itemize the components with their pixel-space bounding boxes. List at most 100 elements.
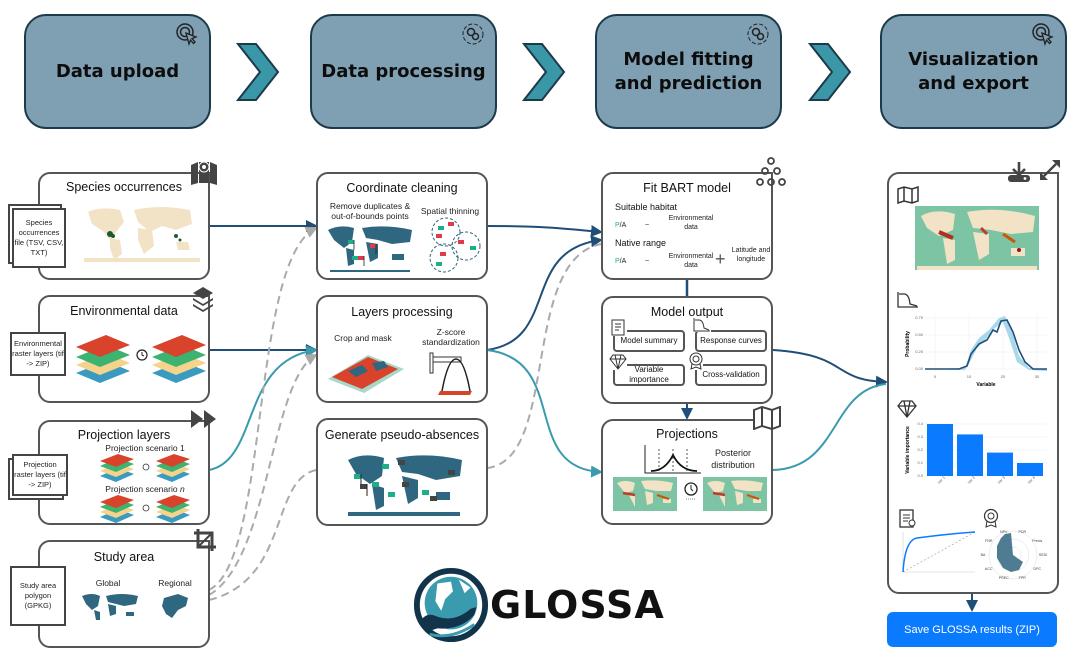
y-tick: 0.1 xyxy=(917,460,923,465)
remove-duplicates-label: Remove duplicates & out-of-bounds points xyxy=(329,201,411,221)
spatial-thinning-label: Spatial thinning xyxy=(420,206,480,216)
response-curve-icon xyxy=(897,292,918,308)
download-icon xyxy=(1008,162,1030,182)
card-coordinate-cleaning: Coordinate cleaning Remove duplicates & … xyxy=(316,172,488,280)
radar-label: PDR xyxy=(1018,530,1026,534)
diamond-icon xyxy=(897,400,917,418)
connector-study-area-layers xyxy=(208,354,318,596)
regional-label: Regional xyxy=(158,578,192,588)
species-occurrence-map xyxy=(80,202,204,264)
y-tick: 0.0 xyxy=(917,473,923,478)
stage-title: Model fitting and prediction xyxy=(614,48,763,94)
y-tick: 0.75 xyxy=(915,315,924,320)
radar-label: PREC xyxy=(999,576,1009,580)
card-projections: Projections Posterior distribution xyxy=(601,419,773,525)
global-map xyxy=(82,594,138,620)
stage-data-upload: Data upload xyxy=(24,14,211,129)
native-range-label: Native range xyxy=(615,238,667,248)
gears-cycle-icon xyxy=(747,23,769,45)
absence-a: /A xyxy=(619,258,627,265)
scenario-n-italic: n xyxy=(179,484,185,494)
roc-line xyxy=(902,531,976,573)
y-axis-label: Variable importance xyxy=(905,426,911,474)
lat-lon-label: Latitude and longitude xyxy=(731,247,771,263)
x-tick: var 3 xyxy=(996,474,1006,484)
connector-layers-to-fit xyxy=(486,235,603,351)
connector-projections-to-viz xyxy=(772,383,887,471)
map-pin-icon xyxy=(191,161,217,185)
y-tick: 0.4 xyxy=(917,421,923,426)
stage-title: Data upload xyxy=(55,60,180,82)
expand-icon xyxy=(1040,160,1060,180)
y-tick: 0.50 xyxy=(915,332,924,337)
suitability-map xyxy=(915,206,1039,270)
y-tick: 0.00 xyxy=(915,366,924,371)
connector-pseudo-to-fit xyxy=(486,243,602,469)
pa-formula-1: P/A xyxy=(615,222,626,229)
projection-map-current xyxy=(613,477,677,511)
award-badge-icon xyxy=(689,352,703,370)
glossa-whale-globe-icon xyxy=(413,567,489,643)
stage-model-fitting: Model fitting and prediction xyxy=(595,14,782,129)
z-score-label: Z-score standardization xyxy=(422,327,480,347)
response-curve-icon xyxy=(693,318,711,332)
x-tick: var 1 xyxy=(936,474,946,484)
card-title: Environmental data xyxy=(70,304,178,318)
response-curve-chart: 0.00 0.25 0.50 0.75 0 10 20 30 Variable … xyxy=(905,314,1047,388)
connector-cleaning-to-fit xyxy=(486,225,603,238)
scenario-n-label: Projection scenario xyxy=(105,484,180,494)
cursor-click-icon xyxy=(1032,23,1054,46)
projection-scenario-n: Projection scenario n xyxy=(80,484,210,494)
importance-bar xyxy=(987,452,1013,476)
clipboard-icon xyxy=(899,509,916,528)
presence-p: P xyxy=(615,258,620,265)
card-title: Coordinate cleaning xyxy=(346,181,458,195)
scenario-n-layers xyxy=(100,495,190,523)
card-title: Projections xyxy=(656,427,718,441)
card-layers-processing: Layers processing Crop and mask Z-score … xyxy=(316,295,488,403)
card-environmental-data: Environmental data xyxy=(38,295,210,403)
layers-icon xyxy=(193,287,213,312)
cleaning-world-map xyxy=(328,226,412,272)
connector-study-area-cleaning xyxy=(208,227,318,591)
tree-network-icon xyxy=(756,157,786,186)
connector-projection-to-layers xyxy=(208,345,318,471)
card-title: Fit BART model xyxy=(643,181,731,195)
connector-study-area-pseudo xyxy=(208,469,317,601)
chevron-right-icon xyxy=(522,43,566,101)
study-area-file-doc: Study area polygon (GPKG) xyxy=(10,566,66,626)
importance-bar xyxy=(927,424,953,476)
chevron-right-icon xyxy=(808,43,852,101)
card-title: Projection layers xyxy=(77,428,171,442)
x-axis-label: Variable xyxy=(976,382,995,388)
z-score-icon xyxy=(429,352,472,395)
logo-text: GLOSSA xyxy=(490,583,665,627)
roc-curve-chart xyxy=(902,531,976,573)
presence-p: P xyxy=(615,222,620,229)
card-title: Generate pseudo-absences xyxy=(324,428,480,442)
output-response-curves: Response curves xyxy=(695,330,767,352)
raster-layer-stacks xyxy=(76,335,206,383)
card-visualization-panel: 0.00 0.25 0.50 0.75 0 10 20 30 Variable … xyxy=(887,172,1059,594)
posterior-distribution-plot xyxy=(644,445,701,474)
radar-label: NPV xyxy=(1000,530,1008,534)
card-model-output: Model output Model summary Response curv… xyxy=(601,296,773,404)
radar-label: FNR xyxy=(985,539,993,543)
spatial-thinning-diagram xyxy=(429,217,481,273)
suitable-habitat-label: Suitable habitat xyxy=(615,202,678,212)
env-data-1: Environmental data xyxy=(668,215,714,231)
environmental-folder: Environmental raster layers (tif -> ZIP) xyxy=(10,332,66,376)
save-results-button[interactable]: Save GLOSSA results (ZIP) xyxy=(887,612,1057,647)
radar-label: SEDI xyxy=(1039,553,1047,557)
y-axis-label: Probability xyxy=(905,331,911,357)
card-fit-bart-model: Fit BART model Suitable habitat P/A ~ En… xyxy=(601,172,773,280)
response-curve-line xyxy=(925,319,1047,370)
regional-map xyxy=(162,594,188,618)
env-data-2: Environmental data xyxy=(668,253,714,269)
stage-visualization: Visualization and export xyxy=(880,14,1067,129)
projection-folder: Projection raster layers (tif -> ZIP) xyxy=(12,454,68,496)
card-title: Layers processing xyxy=(351,305,453,319)
absence-a: /A xyxy=(619,222,627,229)
output-variable-importance: Variable importance xyxy=(613,364,685,386)
